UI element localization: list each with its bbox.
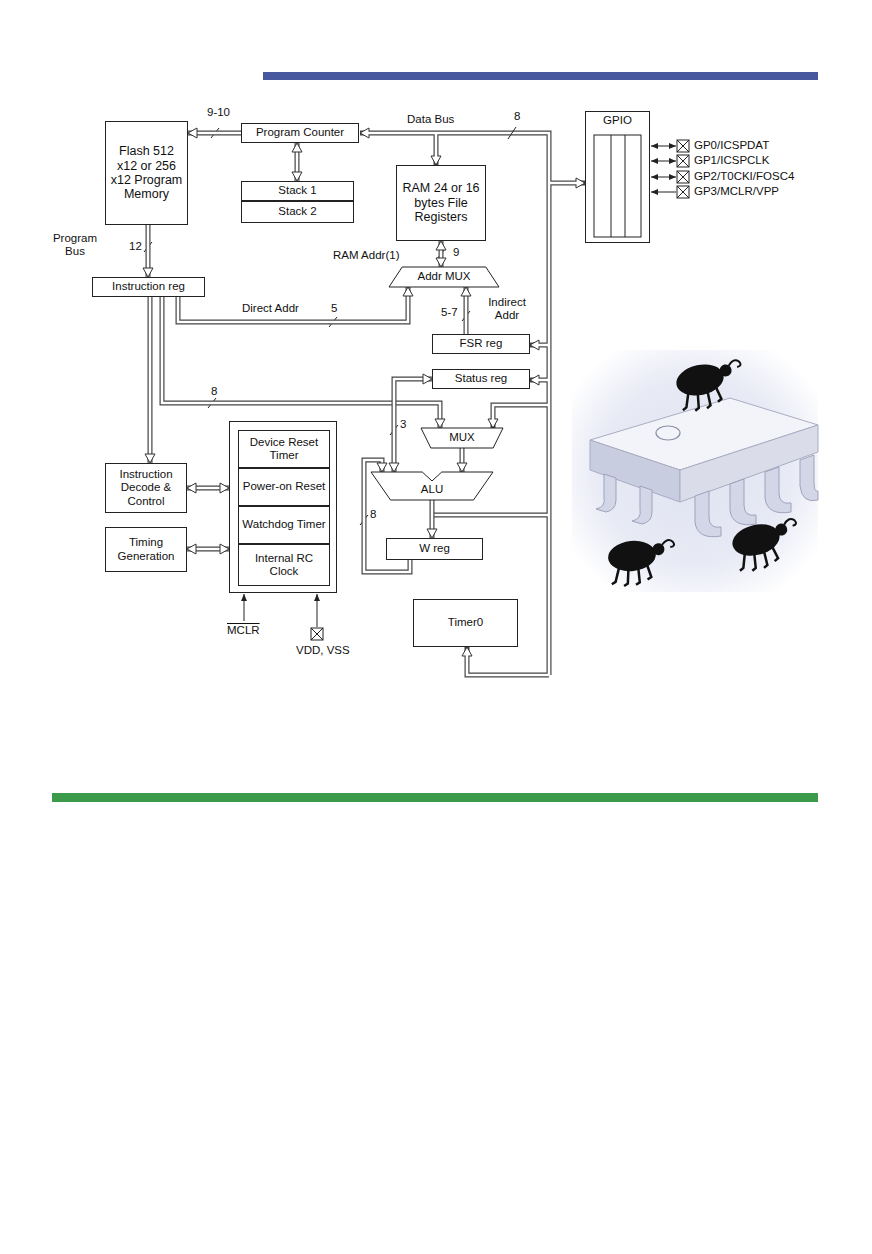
box-text: Instruction Decode & Control [106,468,186,508]
box-text: Status reg [452,372,510,385]
box-text: Stack 1 [275,184,319,197]
register-box: FSR reg [432,334,530,354]
pin-name: GP0/ICSPDAT [694,139,769,152]
function-box: Device Reset Timer [238,430,330,468]
memory-block: RAM 24 or 16 bytes File Registers [396,165,486,241]
bus-connector [148,225,149,277]
pin-name: GP2/T0CKI/FOSC4 [694,170,794,183]
function-box: Power-on Reset [238,468,330,506]
function-box: Internal RC Clock [238,544,330,586]
header-band [263,72,818,80]
bus-width: 8 [514,110,520,123]
bus-connector [462,448,463,472]
box-text: GPIO [600,114,635,127]
bus-connector [441,241,442,267]
register-box: Program Counter [241,123,359,143]
bus-width: 5-7 [440,306,459,319]
bus-connector [162,297,440,428]
bus-name: Data Bus [407,113,454,126]
bus-connector [150,297,151,463]
bus-width: 9-10 [206,106,231,119]
function-box: Watchdog Timer [238,506,330,544]
multiplexer: Addr MUX [389,267,499,287]
stack-level: Stack 2 [241,201,354,223]
bus-width: 3 [399,418,407,431]
bus-connector [432,500,433,538]
box-text: Device Reset Timer [239,436,329,462]
register-box: Status reg [432,369,530,389]
signal-name: Indirect Addr [480,296,534,322]
box-text: W reg [416,542,453,555]
bus-width: 8 [210,385,218,398]
bus-connector [466,287,467,334]
register-box: W reg [386,538,483,560]
port-block: GPIO [585,111,650,243]
bus-width: 12 [128,240,143,253]
data-bus [360,133,585,675]
box-text: Addr MUX [414,270,473,283]
box-text: MUX [446,431,478,444]
multiplexer: MUX [421,428,503,448]
bus-connector [394,379,432,472]
bus-connector [297,143,298,181]
signal-name: Direct Addr [242,302,299,315]
box-text: FSR reg [457,337,506,350]
bus-connector [188,133,241,134]
pin-name: GP3/MCLR/VPP [694,185,779,198]
divider-band [52,793,818,802]
bus-width: 5 [330,302,338,315]
box-text: Timer0 [445,616,486,629]
bus-connector [187,549,229,550]
box-text: Internal RC Clock [239,552,329,578]
box-text: Power-on Reset [240,480,328,493]
timer-block: Timer0 [413,599,518,647]
gpio-port [594,135,641,237]
control-block: Timing Generation [105,527,187,572]
chip-illustration [572,350,818,592]
box-text: RAM 24 or 16 bytes File Registers [397,181,485,224]
box-text: ALU [418,475,446,496]
group-box: Device Reset TimerPower-on ResetWatchdog… [229,421,337,593]
pin-name: MCLR [227,624,260,637]
pin-name: GP1/ICSPCLK [694,154,769,167]
box-text: Timing Generation [106,536,186,562]
box-text: Watchdog Timer [239,518,328,531]
stack-level: Stack 1 [241,181,354,201]
memory-block: Flash 512 x12 or 256 x12 Program Memory [105,121,188,225]
register-box: Instruction reg [92,277,205,297]
box-text: Stack 2 [275,205,319,218]
box-text: Instruction reg [109,280,188,293]
alu-shape: ALU [371,472,493,500]
box-text: Flash 512 x12 or 256 x12 Program Memory [106,144,187,202]
pin-name: VDD, VSS [296,644,350,657]
signal-name: RAM Addr(1) [333,249,399,262]
bus-width: 8 [369,508,377,521]
box-text: Program Counter [253,126,347,139]
bus-width: 9 [452,246,460,259]
bus-connector [178,287,408,322]
control-block: Instruction Decode & Control [105,463,187,513]
bus-name: Program Bus [48,232,102,258]
pin-terminals [651,140,689,198]
bus-connector [187,488,229,489]
